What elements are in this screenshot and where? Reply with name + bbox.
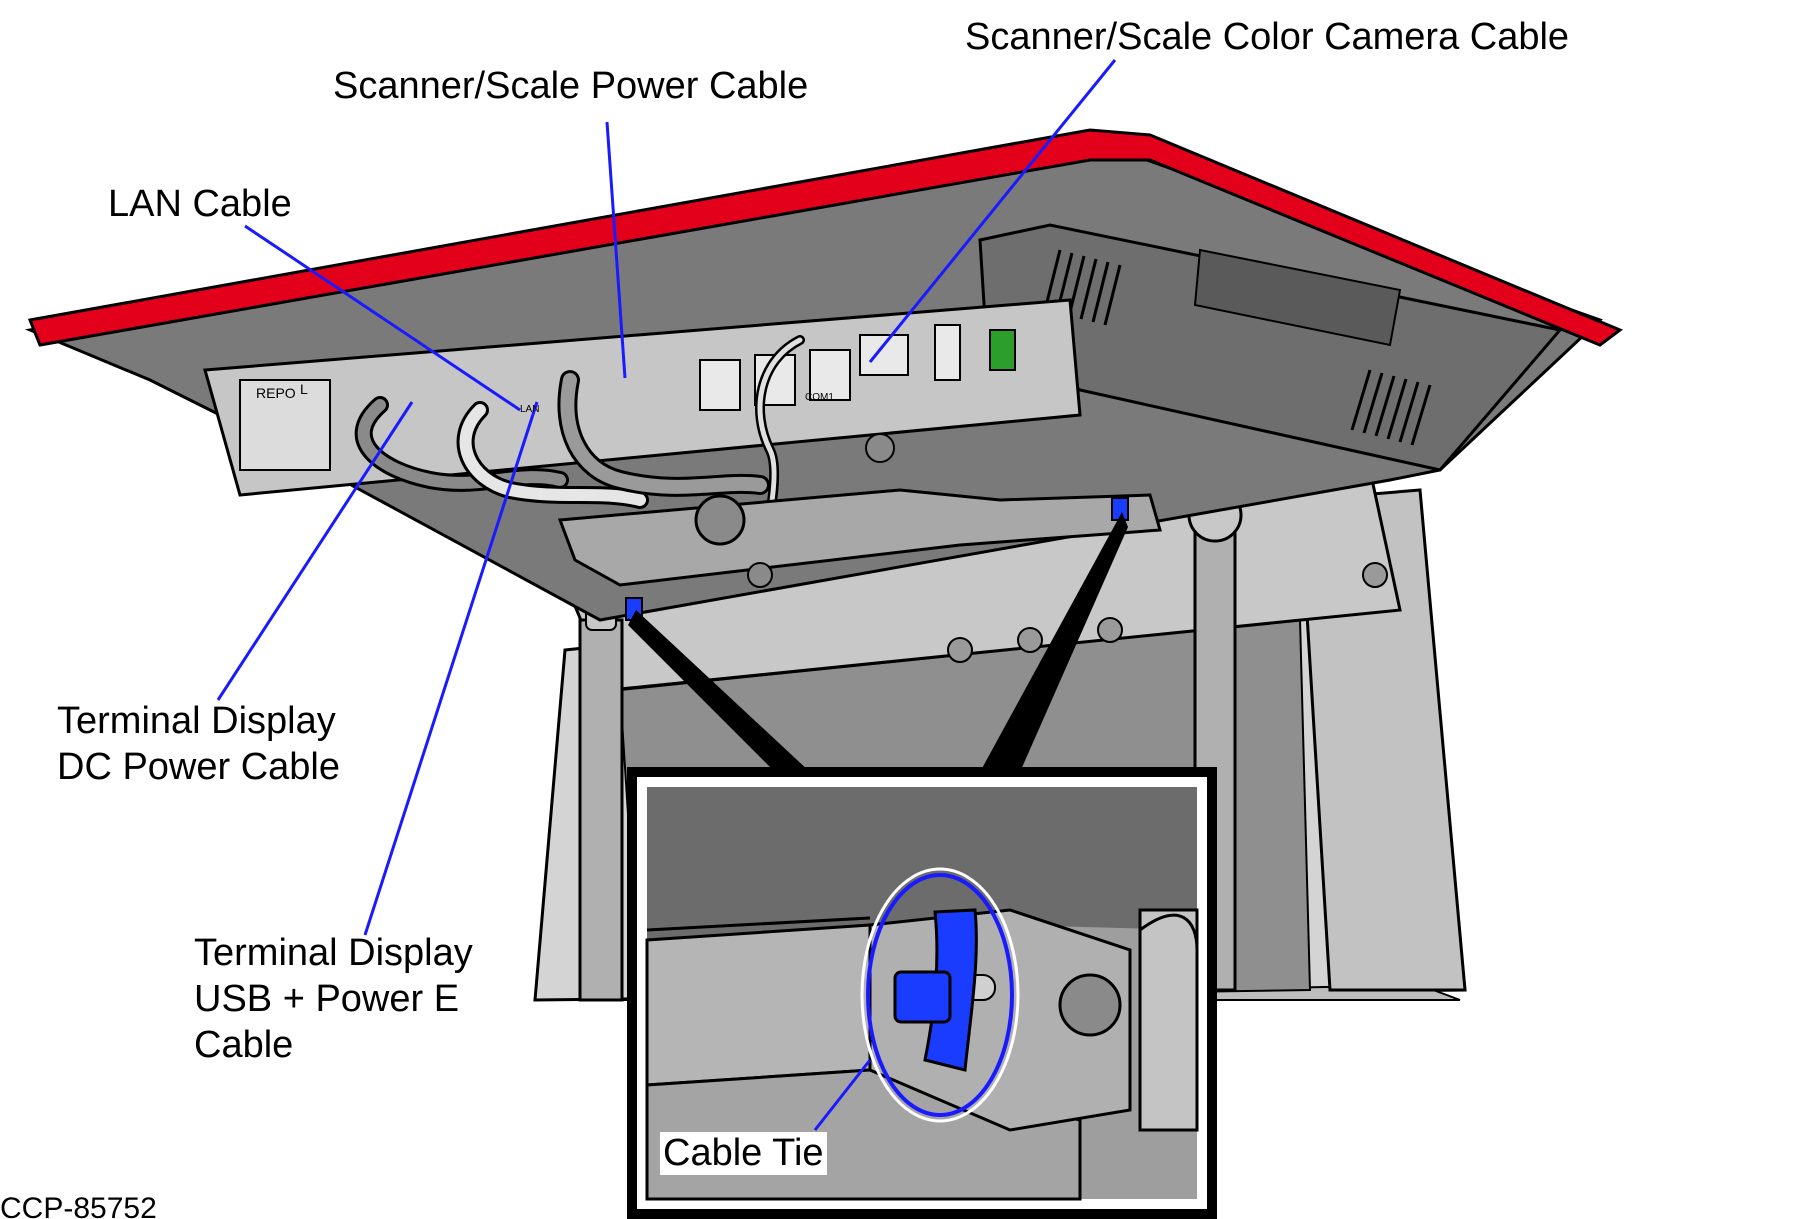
label-lan-cable: LAN Cable [108, 183, 292, 225]
zoom-callout [628, 512, 1128, 772]
leader-lines [216, 59, 1117, 936]
leader-usb-power [363, 401, 539, 936]
label-dc-power-line2: DC Power Cable [57, 746, 340, 788]
label-camera-cable: Scanner/Scale Color Camera Cable [965, 16, 1570, 58]
leader-lan-cable [244, 224, 521, 412]
mount-arm [557, 433, 1162, 588]
port-label-repo: REPO [256, 385, 296, 401]
figure-reference: CCP-85752 [0, 1192, 157, 1219]
label-dc-power-line1: Terminal Display [57, 700, 336, 742]
leader-power-cable [605, 121, 627, 379]
port-label-com: COM1 [805, 392, 834, 403]
label-dc-power-cable: Terminal Display DC Power Cable [57, 698, 340, 790]
cables [354, 335, 1127, 565]
label-usb-power-line1: Terminal Display [194, 932, 473, 974]
label-usb-power-line3: Cable [194, 1024, 294, 1066]
label-usb-power-line2: USB + Power E [194, 978, 460, 1020]
gas-strut-left [578, 599, 624, 1002]
rear-housing [978, 223, 1563, 472]
label-power-cable: Scanner/Scale Power Cable [333, 65, 809, 107]
io-panel [203, 298, 1082, 497]
port-label-lan: LAN [520, 404, 539, 415]
label-usb-power-cable: Terminal Display USB + Power E Cable [194, 930, 473, 1068]
leader-camera-cable [868, 59, 1117, 363]
leader-dc-power [216, 401, 414, 701]
label-cable-tie: Cable Tie [660, 1132, 827, 1175]
port-label-l: L [300, 381, 308, 397]
